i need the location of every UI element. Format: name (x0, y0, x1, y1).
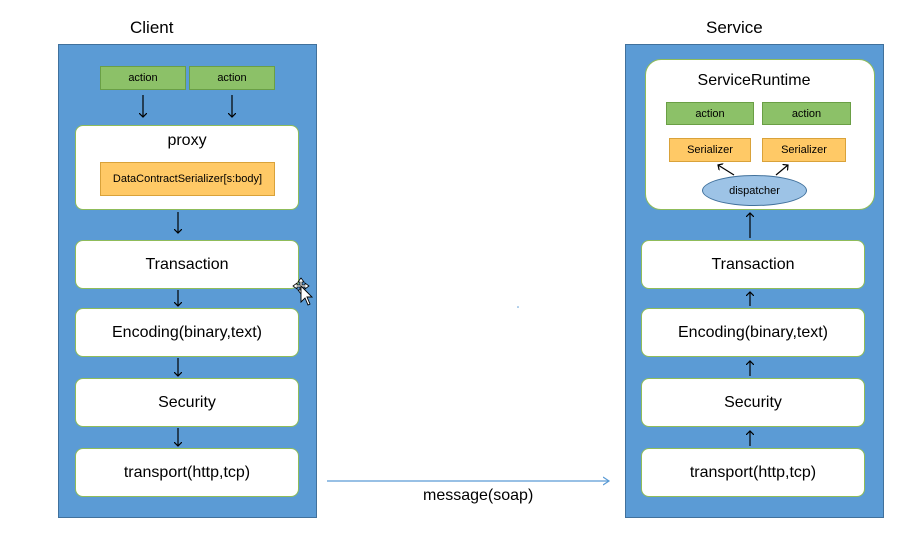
service-title: Service (706, 18, 763, 37)
service-serializer-2: Serializer (762, 138, 846, 162)
stray-dot (517, 306, 519, 308)
client-transport: transport(http,tcp) (75, 448, 299, 497)
move-cursor-icon (292, 277, 314, 306)
client-encoding: Encoding(binary,text) (75, 308, 299, 357)
client-transaction: Transaction (75, 240, 299, 289)
service-serializer-1: Serializer (669, 138, 751, 162)
service-action-2: action (762, 102, 851, 125)
arrow-dispatcher-serializer2 (775, 165, 788, 176)
proxy-label: proxy (167, 132, 207, 149)
message-label: message(soap) (423, 487, 534, 504)
service-runtime-label: ServiceRuntime (697, 72, 811, 89)
client-security: Security (75, 378, 299, 427)
arrow-dispatcher-serializer1 (718, 165, 735, 176)
dispatcher-ellipse: dispatcher (702, 175, 807, 206)
service-security: Security (641, 378, 865, 427)
client-action-2: action (189, 66, 275, 90)
client-title: Client (130, 18, 174, 37)
service-encoding: Encoding(binary,text) (641, 308, 865, 357)
client-action-1: action (100, 66, 186, 90)
service-transport: transport(http,tcp) (641, 448, 865, 497)
proxy-serializer: DataContractSerializer[s:body] (100, 162, 275, 196)
service-transaction: Transaction (641, 240, 865, 289)
service-action-1: action (666, 102, 754, 125)
